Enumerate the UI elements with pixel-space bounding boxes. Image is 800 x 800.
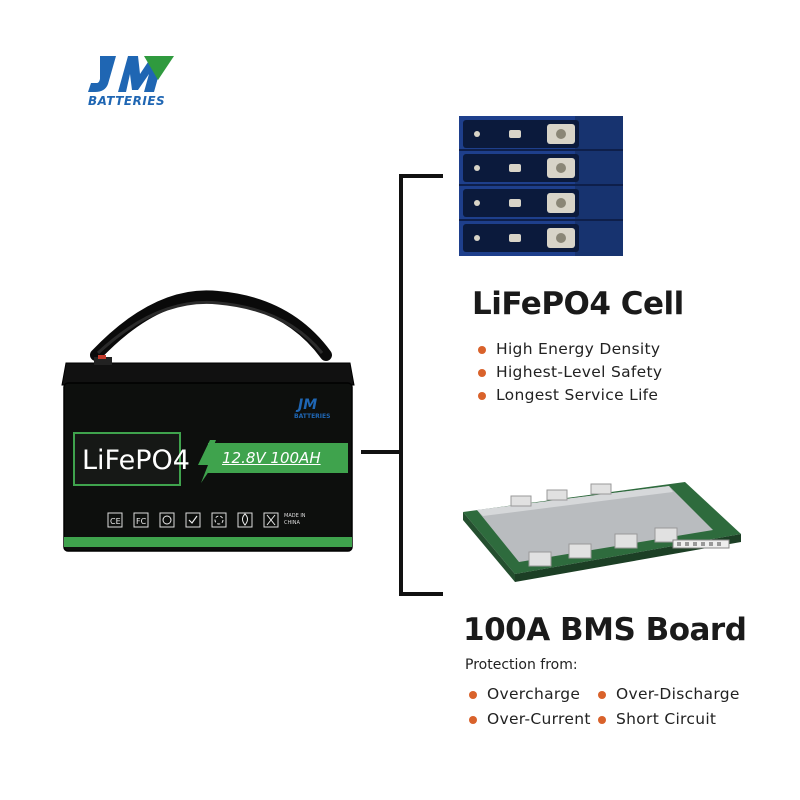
connector-bracket	[361, 174, 443, 596]
cell-feature-item: Highest-Level Safety	[474, 361, 662, 384]
battery-logo-subtitle: BATTERIES	[294, 413, 331, 420]
cell-feature-item: High Energy Density	[474, 338, 662, 361]
protection-label: Protection from:	[465, 657, 578, 673]
battery-logo-mark: JM	[298, 397, 318, 413]
lifepo4-cells-image	[459, 116, 623, 256]
bms-board-image	[463, 482, 741, 582]
cell-section-title: LiFePO4 Cell	[472, 286, 684, 322]
svg-text:CE: CE	[110, 517, 121, 526]
cell-feature-item: Longest Service Life	[474, 384, 662, 407]
jm-logo-mark	[88, 56, 174, 92]
cell-features-list: High Energy Density Highest-Level Safety…	[474, 338, 662, 407]
protection-item: Short Circuit	[594, 708, 716, 731]
protection-item: Overcharge	[465, 683, 580, 706]
svg-text:FC: FC	[136, 517, 147, 526]
logo-subtitle: BATTERIES	[88, 94, 166, 108]
battery-rating-label: 12.8V 100AH	[222, 449, 321, 467]
bms-section-title: 100A BMS Board	[463, 612, 747, 648]
protection-item: Over-Current	[465, 708, 591, 731]
brand-logo: BATTERIES	[86, 52, 176, 110]
battery-chemistry-label: LiFePO4	[82, 445, 190, 476]
made-in-label: MADE IN CHINA	[284, 513, 306, 526]
protection-item: Over-Discharge	[594, 683, 740, 706]
battery-image: CE FC JM BATTERIES LiFePO4 12.8V 100AH M…	[58, 285, 358, 555]
